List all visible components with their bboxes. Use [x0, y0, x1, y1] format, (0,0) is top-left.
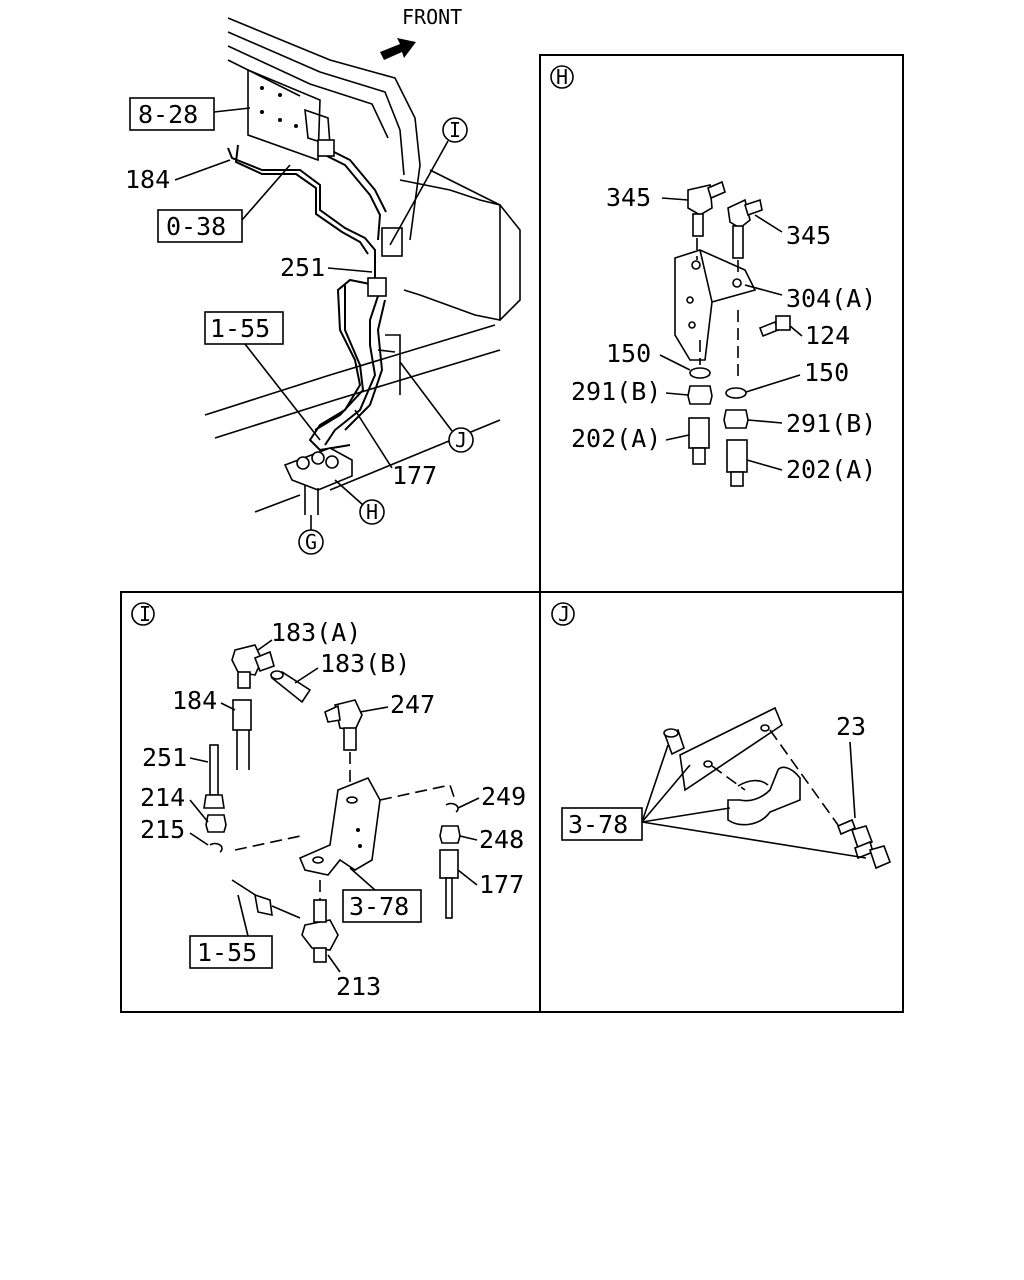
washer-150-left-icon: [689, 367, 711, 379]
bracket-3-78-icon: [298, 776, 381, 876]
label-213: 213: [336, 972, 381, 1001]
mounting-plate: [247, 68, 321, 162]
tee-213-icon: [301, 919, 339, 951]
clamp-saddle-icon: [727, 766, 801, 826]
union-345-left-icon: [687, 184, 713, 216]
label-248: 248: [479, 825, 524, 854]
junction-251-icon: [367, 277, 387, 297]
label-251: 251: [142, 743, 187, 772]
label-184: 184: [172, 686, 217, 715]
label-249: 249: [481, 782, 526, 811]
ref-label-3-78-j: 3-78: [568, 810, 628, 839]
label-150-right: 150: [804, 358, 849, 387]
ref-box-0-38: [157, 209, 243, 243]
pipe-184-end-icon: [232, 699, 252, 731]
nut-291b-left-icon: [687, 385, 713, 405]
panel-j-title: J: [558, 602, 570, 626]
panel-j-title-badge: [551, 602, 575, 626]
label-202a-left: 202(A): [571, 424, 661, 453]
callout-h: [359, 499, 385, 525]
body-panel: [399, 179, 501, 321]
svg-text:I: I: [449, 118, 461, 142]
pipe-251-icon: [209, 744, 219, 796]
label-183b: 183(B): [320, 649, 410, 678]
ref-box-1-55-i: [189, 935, 273, 969]
panel-h: H 345 345: [550, 65, 876, 487]
label-304a: 304(A): [786, 284, 876, 313]
body-outline: [227, 17, 421, 241]
label-251: 251: [280, 253, 325, 282]
nut-214-icon: [205, 814, 227, 833]
label-23: 23: [836, 712, 866, 741]
clip-249-icon: [445, 802, 459, 813]
elbow-183a-icon: [231, 644, 263, 676]
label-345-left: 345: [606, 183, 651, 212]
bolt-23-icon: [836, 818, 857, 836]
ref-label-1-55: 1-55: [210, 314, 270, 343]
spacer-202a-left-icon: [688, 417, 710, 449]
front-label: FRONT: [402, 5, 462, 29]
label-202a-right: 202(A): [786, 455, 876, 484]
panel-i: I: [131, 602, 526, 1001]
union-345-right-icon: [727, 198, 751, 229]
label-124: 124: [805, 321, 850, 350]
label-177: 177: [392, 461, 437, 490]
panel-j: J 23 3-78: [551, 602, 892, 870]
bracket-304a-icon: [674, 249, 757, 361]
label-183a: 183(A): [271, 618, 361, 647]
label-291b-right: 291(B): [786, 409, 876, 438]
front-arrow-icon: [380, 38, 416, 60]
svg-text:J: J: [455, 428, 467, 452]
tee-247-icon: [334, 699, 363, 731]
label-291b-left: 291(B): [571, 377, 661, 406]
callout-j: [448, 427, 474, 453]
label-150-left: 150: [606, 339, 651, 368]
panel-h-title-badge: [550, 65, 574, 89]
clamp-plate-icon: [679, 706, 783, 792]
pipe-177-end-icon: [439, 849, 459, 879]
callout-i: [442, 117, 468, 143]
label-247: 247: [390, 690, 435, 719]
junction-block-icon: [317, 139, 335, 157]
panel-i-title: I: [139, 602, 151, 626]
svg-text:H: H: [366, 500, 378, 524]
label-215: 215: [140, 815, 185, 844]
label-184: 184: [125, 165, 170, 194]
ref-box-1-55: [204, 311, 284, 345]
panel-h-title: H: [556, 65, 568, 89]
ref-box-3-78-i: [342, 889, 422, 923]
washer-150-right-icon: [725, 387, 747, 399]
spacer-202a-right-icon: [726, 439, 748, 473]
ref-label-8-28: 8-28: [138, 100, 198, 129]
nut-291b-right-icon: [723, 409, 749, 429]
ref-box-3-78-j: [561, 807, 643, 841]
panel-i-title-badge: [131, 602, 155, 626]
ref-box-8-28: [129, 97, 215, 131]
brake-pipe-184: [227, 147, 376, 285]
nut-248-icon: [439, 825, 461, 844]
brake-pipe-177: [308, 278, 376, 452]
label-177: 177: [479, 870, 524, 899]
label-345-right: 345: [786, 221, 831, 250]
label-214: 214: [140, 783, 185, 812]
clip-215-icon: [209, 842, 223, 853]
ref-label-3-78-i: 3-78: [349, 892, 409, 921]
ref-label-1-55-i: 1-55: [197, 938, 257, 967]
ref-label-0-38: 0-38: [166, 212, 226, 241]
panel-j-frame: [539, 591, 904, 1013]
overview-view: FRONT: [125, 5, 521, 555]
svg-text:G: G: [305, 530, 317, 554]
